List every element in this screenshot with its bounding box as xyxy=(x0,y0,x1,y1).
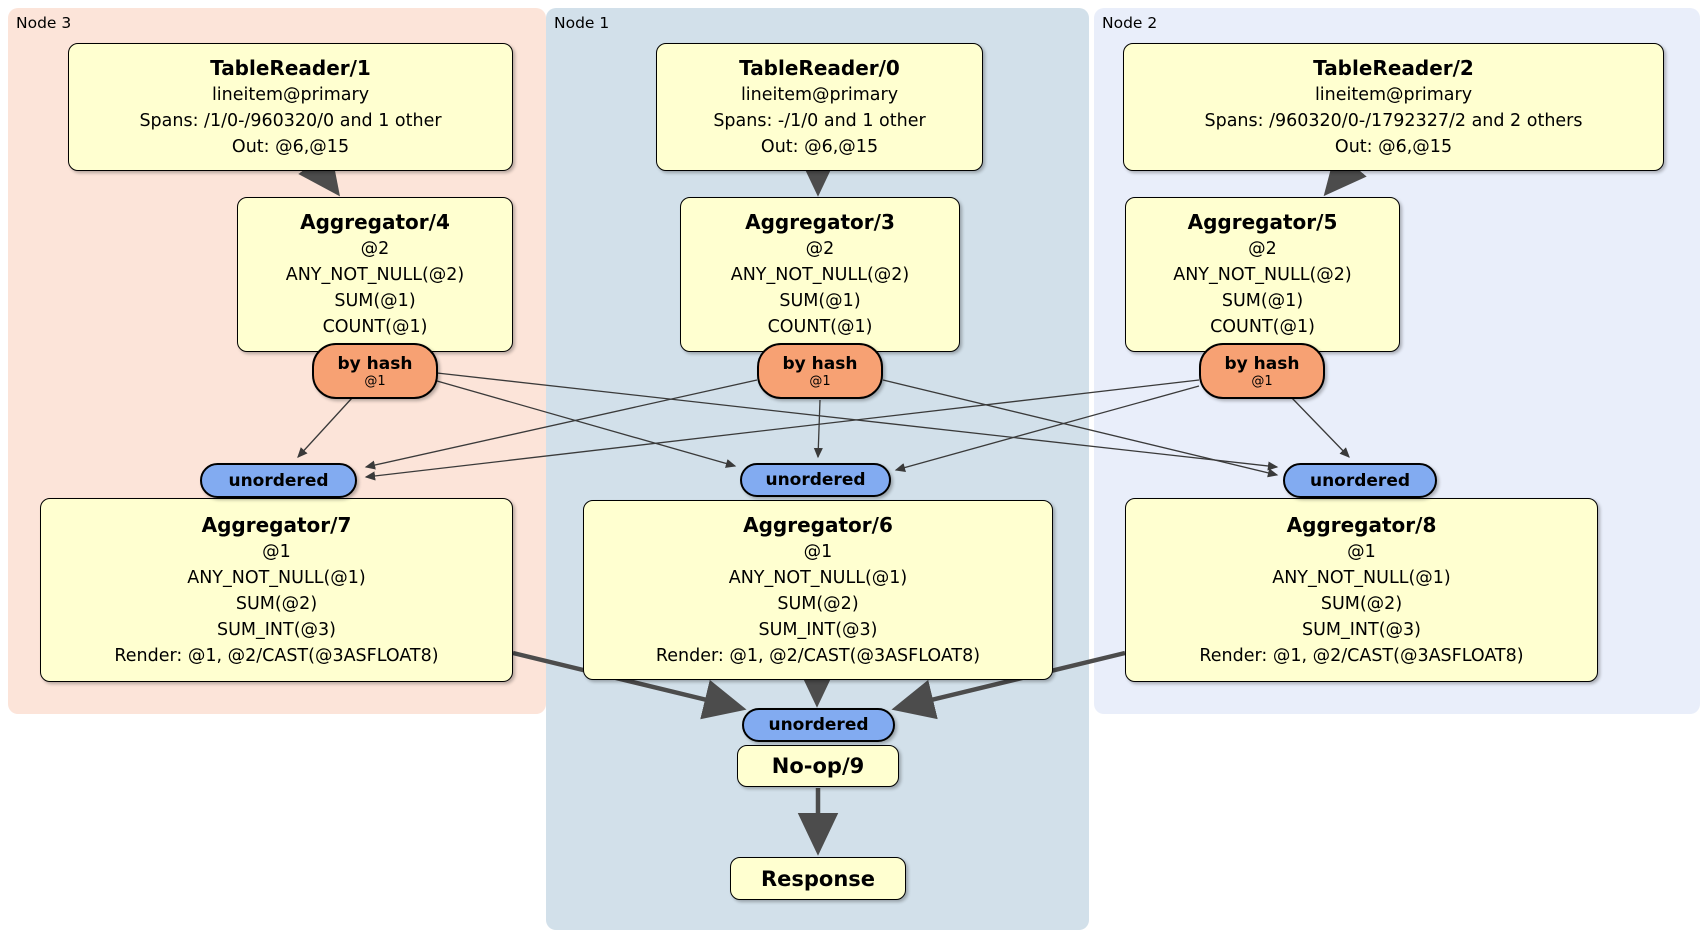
processor-detail: SUM(@2) xyxy=(1320,593,1403,614)
processor-box-aggregator-6: Aggregator/6 @1 ANY_NOT_NULL(@1) SUM(@2)… xyxy=(583,500,1053,680)
processor-title: TableReader/2 xyxy=(1313,55,1474,80)
processor-detail: lineitem@primary xyxy=(1314,84,1473,105)
processor-detail: @1 xyxy=(803,541,833,562)
processor-detail: ANY_NOT_NULL(@1) xyxy=(728,567,908,588)
processor-title: Aggregator/7 xyxy=(201,512,352,537)
response-title: Response xyxy=(760,866,876,891)
processor-detail: Spans: /960320/0-/1792327/2 and 2 others xyxy=(1204,110,1583,131)
node1-group-label: Node 1 xyxy=(554,14,610,32)
processor-title: Aggregator/6 xyxy=(743,512,893,537)
processor-title: Aggregator/3 xyxy=(745,210,895,234)
processor-detail: Spans: /1/0-/960320/0 and 1 other xyxy=(139,110,442,131)
sync-unordered-node1: unordered xyxy=(740,463,891,497)
processor-detail: Render: @1, @2/CAST(@3ASFLOAT8) xyxy=(655,645,981,666)
router-arg: @1 xyxy=(364,373,386,389)
router-by-hash-node1: by hash @1 xyxy=(757,343,883,399)
processor-detail: SUM(@1) xyxy=(334,291,416,311)
processor-detail: Render: @1, @2/CAST(@3ASFLOAT8) xyxy=(1199,645,1524,666)
sync-label: unordered xyxy=(228,470,329,491)
processor-detail: ANY_NOT_NULL(@2) xyxy=(285,265,465,285)
processor-title: Aggregator/8 xyxy=(1286,512,1437,537)
processor-detail: ANY_NOT_NULL(@2) xyxy=(1173,265,1352,285)
edge-hash2-unordered3 xyxy=(364,379,1200,481)
processor-detail: @2 xyxy=(805,239,835,259)
router-label: by hash xyxy=(782,353,858,374)
processor-box-aggregator-3: Aggregator/3 @2 ANY_NOT_NULL(@2) SUM(@1)… xyxy=(680,197,960,352)
processor-box-aggregator-5: Aggregator/5 @2 ANY_NOT_NULL(@2) SUM(@1)… xyxy=(1125,197,1400,352)
edge-hash1-unordered3 xyxy=(364,379,758,470)
edge-hash1-unordered2 xyxy=(882,379,1279,478)
processor-detail: COUNT(@1) xyxy=(322,317,428,337)
processor-detail: SUM_INT(@3) xyxy=(1302,619,1421,640)
processor-detail: COUNT(@1) xyxy=(1210,317,1315,337)
processor-detail: @1 xyxy=(262,541,291,562)
node2-group-label: Node 2 xyxy=(1102,14,1158,32)
processor-detail: @2 xyxy=(1248,239,1277,259)
node3-group-label: Node 3 xyxy=(16,14,72,32)
sync-unordered-final: unordered xyxy=(742,708,895,742)
sync-label: unordered xyxy=(1309,470,1411,491)
edge-tablereader2-aggregator5 xyxy=(1323,150,1367,197)
processor-title: No-op/9 xyxy=(771,754,865,778)
processor-box-aggregator-8: Aggregator/8 @1 ANY_NOT_NULL(@1) SUM(@2)… xyxy=(1125,498,1598,682)
processor-title: TableReader/0 xyxy=(739,55,900,80)
processor-box-tablereader-0: TableReader/0 lineitem@primary Spans: -/… xyxy=(656,43,983,171)
sync-unordered-node3: unordered xyxy=(200,463,357,498)
processor-title: Aggregator/5 xyxy=(1187,210,1338,234)
processor-detail: SUM(@2) xyxy=(235,593,318,614)
processor-detail: Out: @6,@15 xyxy=(1334,136,1453,157)
edge-hash2-unordered2 xyxy=(1290,396,1350,458)
processor-box-noop-9: No-op/9 xyxy=(737,745,899,787)
sync-label: unordered xyxy=(765,470,866,490)
processor-detail: ANY_NOT_NULL(@1) xyxy=(187,567,366,588)
processor-detail: @1 xyxy=(1347,541,1376,562)
edge-tablereader1-aggregator4 xyxy=(298,150,341,197)
edge-hash1-unordered1 xyxy=(813,399,823,459)
router-by-hash-node3: by hash @1 xyxy=(312,343,438,399)
processor-detail: @2 xyxy=(360,239,390,259)
processor-detail: Spans: -/1/0 and 1 other xyxy=(713,110,926,131)
response-box: Response xyxy=(730,857,906,900)
processor-detail: ANY_NOT_NULL(@1) xyxy=(1272,567,1451,588)
processor-detail: Out: @6,@15 xyxy=(760,136,879,157)
processor-detail: lineitem@primary xyxy=(740,84,899,105)
processor-box-aggregator-7: Aggregator/7 @1 ANY_NOT_NULL(@1) SUM(@2)… xyxy=(40,498,513,682)
processor-detail: Out: @6,@15 xyxy=(231,136,350,157)
router-by-hash-node2: by hash @1 xyxy=(1199,343,1325,399)
processor-title: Aggregator/4 xyxy=(300,210,450,234)
router-arg: @1 xyxy=(809,373,831,389)
processor-detail: ANY_NOT_NULL(@2) xyxy=(730,265,910,285)
processor-title: TableReader/1 xyxy=(210,55,371,80)
processor-detail: SUM_INT(@3) xyxy=(217,619,336,640)
processor-detail: Render: @1, @2/CAST(@3ASFLOAT8) xyxy=(114,645,439,666)
router-arg: @1 xyxy=(1251,373,1273,389)
router-label: by hash xyxy=(1224,353,1300,374)
sync-unordered-node2: unordered xyxy=(1283,463,1437,498)
edge-hash3-unordered1 xyxy=(436,380,737,468)
router-label: by hash xyxy=(337,353,413,374)
edge-aggregator8-unordered-final xyxy=(891,650,1126,720)
processor-box-tablereader-1: TableReader/1 lineitem@primary Spans: /1… xyxy=(68,43,513,171)
processor-detail: COUNT(@1) xyxy=(767,317,873,337)
processor-box-tablereader-2: TableReader/2 lineitem@primary Spans: /9… xyxy=(1123,43,1664,171)
processor-box-aggregator-4: Aggregator/4 @2 ANY_NOT_NULL(@2) SUM(@1)… xyxy=(237,197,513,352)
sync-label: unordered xyxy=(768,715,869,735)
edge-hash2-unordered1 xyxy=(894,385,1200,472)
processor-detail: SUM(@2) xyxy=(777,593,859,614)
edge-hash3-unordered3 xyxy=(297,397,353,458)
processor-detail: SUM(@1) xyxy=(1221,291,1304,311)
processor-detail: SUM_INT(@3) xyxy=(758,619,878,640)
edge-aggregator7-unordered-final xyxy=(512,650,747,720)
processor-detail: lineitem@primary xyxy=(211,84,370,105)
processor-detail: SUM(@1) xyxy=(779,291,861,311)
